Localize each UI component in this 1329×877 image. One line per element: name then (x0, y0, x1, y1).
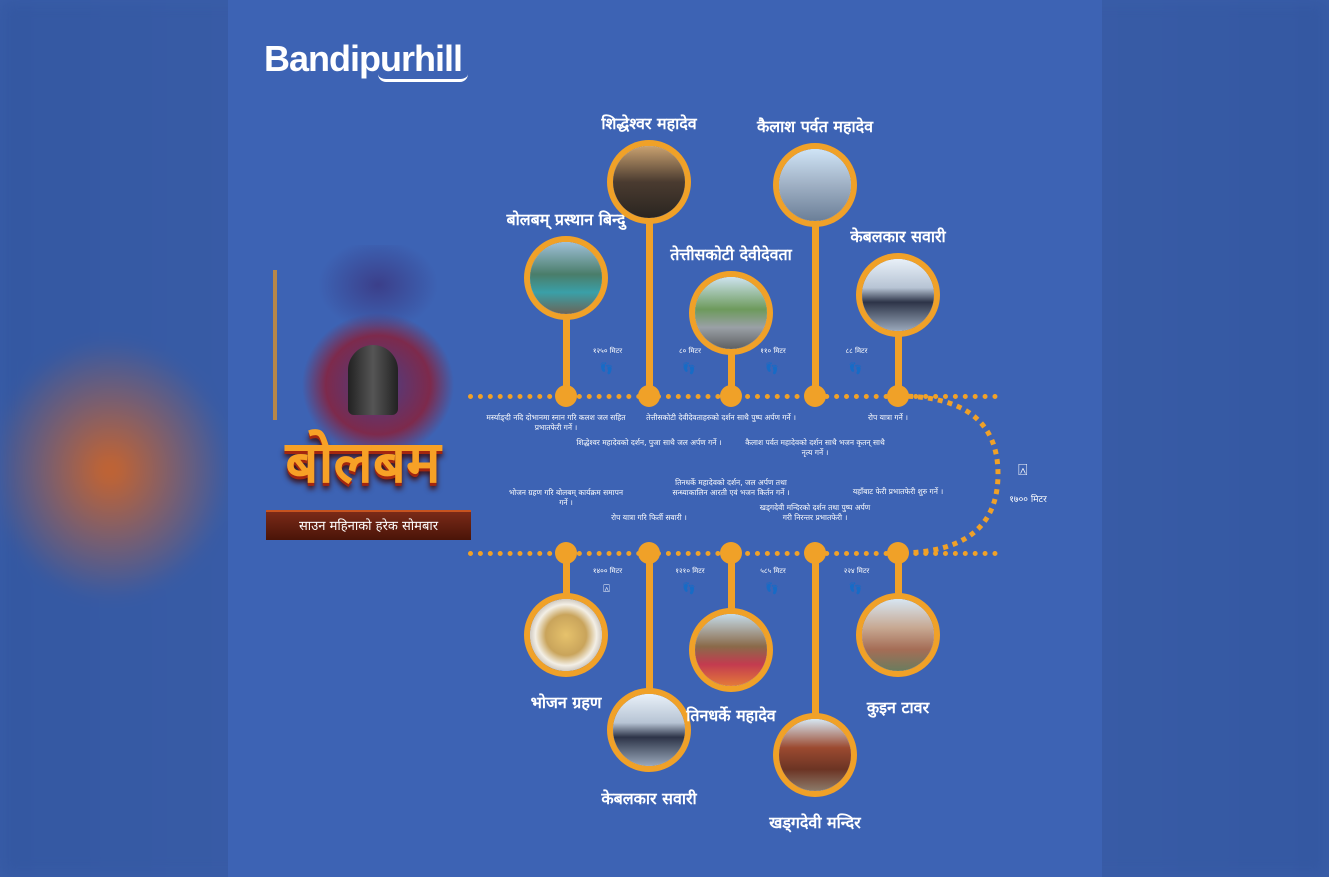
route-stem (646, 182, 653, 396)
footsteps-icon: 👣 (599, 362, 616, 375)
stop-description: यहाँबाट फेरी प्रभातफेरी शुरु गर्ने । (852, 487, 944, 496)
brand-logo: Bandipurhill (264, 38, 463, 79)
route-node (555, 542, 577, 564)
stop-photo-cablecar (607, 688, 691, 772)
stop-description: रोप यात्रा गरि फिर्ती सवारी । (611, 513, 687, 522)
stop-title: कुइन टावर (866, 698, 930, 717)
event-subtitle: साउन महिनाको हरेक सोमबार (266, 510, 471, 540)
footsteps-icon: 👣 (848, 362, 865, 375)
stop-title: शिद्धेश्वर महादेव (601, 114, 697, 133)
poster: Bandipurhill बोलबम साउन महिनाको हरेक सोम… (228, 0, 1102, 877)
route-curve (897, 393, 1001, 556)
distance-label: १२५० मिटर (592, 347, 623, 355)
route-stem (728, 553, 735, 650)
stop-title: भोजन ग्रहण (530, 693, 602, 712)
footsteps-icon: 👣 (765, 582, 781, 595)
stop-photo-shiva-statue (773, 143, 857, 227)
distance-label: ११० मिटर (760, 347, 786, 355)
route-node (638, 542, 660, 564)
stop-title: तिनधर्के महादेव (686, 706, 776, 725)
stop-title: केबलकार सवारी (850, 227, 946, 246)
route-stem (812, 185, 819, 396)
distance-label: १७०० मिटर (1009, 495, 1047, 505)
stop-photo-temple-crowd (689, 608, 773, 692)
route-stem (812, 553, 819, 755)
stop-title: कैलाश पर्वत महादेव (756, 117, 873, 136)
cablecar-icon: ⍓ (1018, 460, 1028, 479)
distance-label: ५८५ मिटर (760, 567, 786, 575)
footsteps-icon: 👣 (682, 582, 698, 595)
stop-description: मर्स्याङ्दी नदि दोभानमा स्नान गरि कलश जल… (486, 413, 626, 432)
stop-description: भोजन ग्रहण गरि बोलबम् कार्यक्रम समापन गर… (508, 488, 624, 507)
footsteps-icon: 👣 (765, 362, 781, 375)
shivalinga-icon (348, 345, 398, 415)
stop-description: तिनधर्के महादेवको दर्शन, जल अर्पण तथा सन… (672, 478, 790, 497)
cablecar-icon: ⍓ (603, 582, 612, 595)
footsteps-icon: 👣 (848, 582, 865, 595)
stop-description: कैलाश पर्वत महादेवको दर्शन साथै भजन कृतन… (745, 438, 885, 457)
stop-photo-river (524, 236, 608, 320)
stop-description: तेत्तीसकोटी देवीदेवताहरुको दर्शन साथै पु… (646, 413, 796, 422)
route-node (720, 542, 742, 564)
distance-label: ८८ मिटर (845, 347, 868, 355)
stop-photo-road (689, 271, 773, 355)
distance-label: ८० मिटर (679, 347, 701, 355)
distance-label: १२१० मिटर (675, 567, 705, 575)
stop-title: केबलकार सवारी (601, 789, 697, 808)
route-stem (895, 295, 902, 396)
trident-icon (273, 270, 277, 420)
route-node (555, 385, 577, 407)
stop-photo-statue (607, 140, 691, 224)
stop-photo-tower (856, 593, 940, 677)
stop-photo-cablecar (856, 253, 940, 337)
stop-photo-temple (773, 713, 857, 797)
stop-title: तेत्तीसकोटी देवीदेवता (670, 245, 792, 264)
route-node (638, 385, 660, 407)
stop-title: बोलबम् प्रस्थान बिन्दु (506, 210, 626, 229)
route-node (887, 385, 909, 407)
route-node (804, 542, 826, 564)
distance-label: १४०० मिटर (592, 567, 623, 575)
route-stem (646, 553, 653, 730)
footsteps-icon: 👣 (682, 362, 698, 375)
route-node (804, 385, 826, 407)
event-title: बोलबम (285, 428, 441, 496)
route-stem (563, 278, 570, 396)
distance-label: २२४ मिटर (843, 567, 870, 575)
route-node (720, 385, 742, 407)
logo-swoosh (378, 74, 468, 82)
stop-title: खड्गदेवी मन्दिर (769, 813, 861, 832)
stop-description: खड्गदेवी मन्दिरको दर्शन तथा पुष्प अर्पण … (759, 503, 871, 522)
stop-description: शिद्धेश्वर महादेवको दर्शन, पुजा साथै जल … (576, 438, 722, 447)
stop-photo-food (524, 593, 608, 677)
stop-description: रोप यात्रा गर्ने । (867, 413, 909, 422)
route-node (887, 542, 909, 564)
